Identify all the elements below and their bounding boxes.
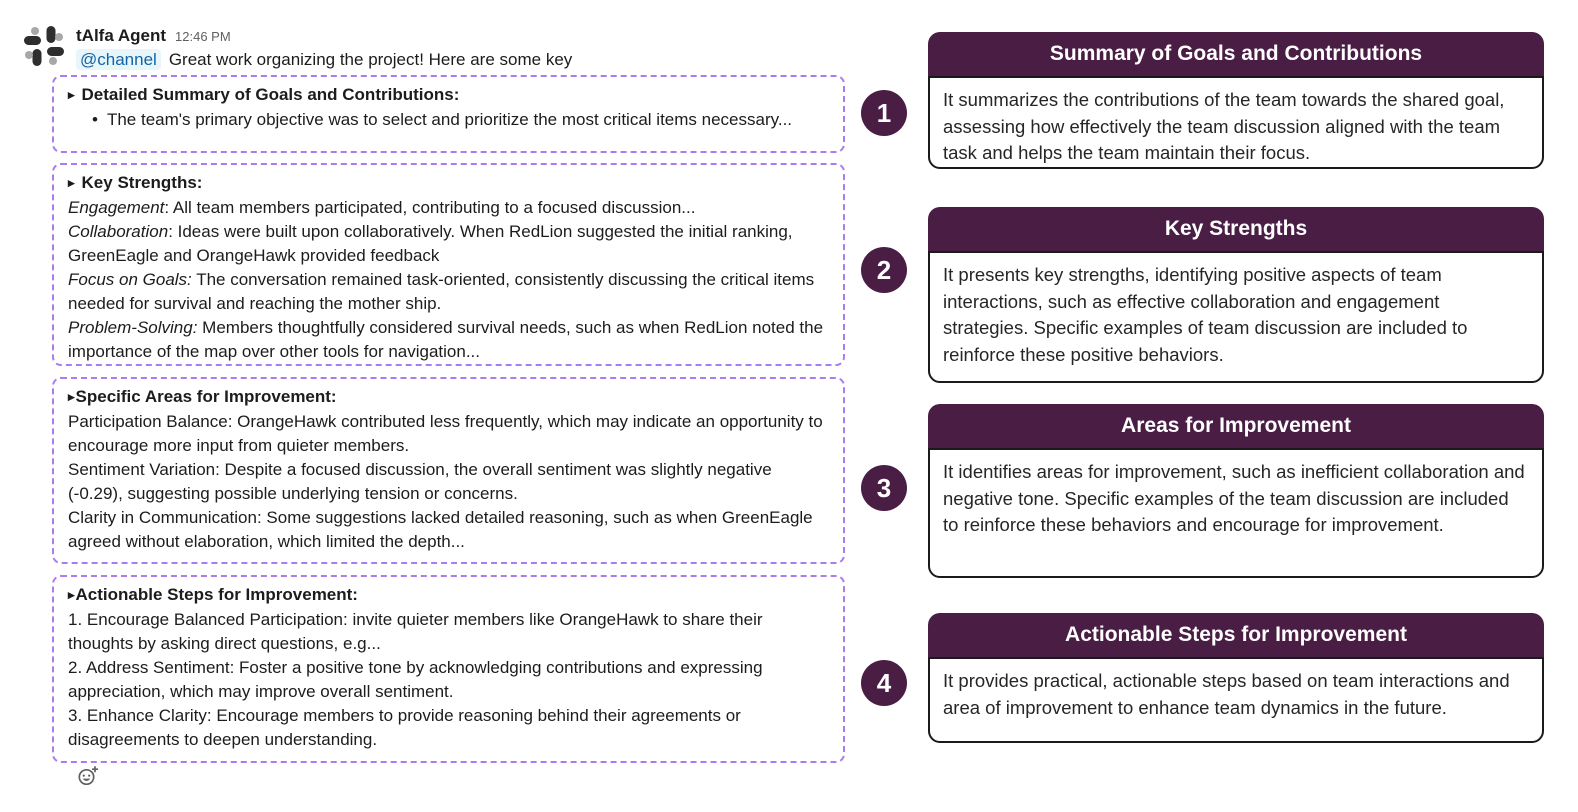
card-title: Summary of Goals and Contributions bbox=[928, 32, 1544, 76]
message-header: tAlfa Agent 12:46 PM bbox=[76, 26, 231, 46]
explanation-card-improvement-areas: Areas for Improvement It identifies area… bbox=[928, 404, 1544, 578]
box-title: Detailed Summary of Goals and Contributi… bbox=[81, 85, 460, 104]
box-title: Key Strengths: bbox=[81, 173, 203, 192]
card-body-text: It presents key strengths, identifying p… bbox=[928, 251, 1544, 383]
explanation-card-summary: Summary of Goals and Contributions It su… bbox=[928, 32, 1544, 169]
card-body-text: It identifies areas for improvement, suc… bbox=[928, 448, 1544, 578]
box-title: Actionable Steps for Improvement: bbox=[75, 585, 358, 604]
annotation-box-summary: ▸ Detailed Summary of Goals and Contribut… bbox=[52, 75, 845, 153]
add-reaction-button[interactable] bbox=[76, 764, 100, 788]
annotation-box-actionable-steps: ▸Actionable Steps for Improvement: 1. En… bbox=[52, 575, 845, 763]
strength-text: : All team members participated, contrib… bbox=[164, 198, 696, 217]
card-body-text: It provides practical, actionable steps … bbox=[928, 657, 1544, 743]
box-title-line: ▸Actionable Steps for Improvement: bbox=[68, 583, 829, 608]
strength-term: Problem-Solving: bbox=[68, 318, 198, 337]
strength-item: Problem-Solving: Members thoughtfully co… bbox=[68, 316, 829, 364]
strength-item: Focus on Goals: The conversation remaine… bbox=[68, 268, 829, 316]
annotation-box-strengths: ▸ Key Strengths: Engagement: All team mem… bbox=[52, 163, 845, 366]
bullet-item: • The team's primary objective was to sel… bbox=[68, 108, 829, 132]
box-title-line: ▸ Key Strengths: bbox=[68, 171, 829, 196]
expand-caret-icon: ▸ bbox=[68, 175, 75, 190]
card-title: Areas for Improvement bbox=[928, 404, 1544, 448]
bullet-text: The team's primary objective was to sele… bbox=[106, 110, 793, 129]
action-step-item: 3. Enhance Clarity: Encourage members to… bbox=[68, 706, 741, 749]
improvement-item: Clarity in Communication: Some suggestio… bbox=[68, 508, 813, 551]
timestamp: 12:46 PM bbox=[175, 29, 231, 44]
channel-mention[interactable]: @channel bbox=[76, 49, 161, 70]
callout-number-3: 3 bbox=[861, 465, 907, 511]
annotation-box-improvement-areas: ▸Specific Areas for Improvement: Partici… bbox=[52, 377, 845, 564]
expand-caret-icon: ▸ bbox=[68, 587, 75, 602]
strength-term: Collaboration bbox=[68, 222, 169, 241]
callout-number-4: 4 bbox=[861, 660, 907, 706]
improvement-item: Sentiment Variation: Despite a focused d… bbox=[68, 460, 772, 503]
card-title: Key Strengths bbox=[928, 207, 1544, 251]
callout-number-1: 1 bbox=[861, 90, 907, 136]
callout-number-2: 2 bbox=[861, 247, 907, 293]
strength-item: Collaboration: Ideas were built upon col… bbox=[68, 220, 829, 268]
box-title-line: ▸Specific Areas for Improvement: bbox=[68, 385, 829, 410]
action-step-item: 2. Address Sentiment: Foster a positive … bbox=[68, 658, 763, 701]
add-reaction-icon bbox=[78, 766, 98, 786]
expand-caret-icon: ▸ bbox=[68, 389, 75, 404]
explanation-card-strengths: Key Strengths It presents key strengths,… bbox=[928, 207, 1544, 383]
box-title-line: ▸ Detailed Summary of Goals and Contribut… bbox=[68, 83, 829, 108]
strength-text: The conversation remained task-oriented,… bbox=[68, 270, 815, 313]
action-step-item: 1. Encourage Balanced Participation: inv… bbox=[68, 610, 763, 653]
message-intro-line: @channel Great work organizing the projec… bbox=[76, 49, 573, 70]
card-body-text: It summarizes the contributions of the t… bbox=[928, 76, 1544, 169]
slack-logo-icon[interactable] bbox=[22, 24, 66, 68]
bullet-icon: • bbox=[92, 110, 98, 129]
explanation-card-actionable-steps: Actionable Steps for Improvement It prov… bbox=[928, 613, 1544, 743]
strength-item: Engagement: All team members participate… bbox=[68, 196, 829, 220]
box-title: Specific Areas for Improvement: bbox=[75, 387, 337, 406]
card-title: Actionable Steps for Improvement bbox=[928, 613, 1544, 657]
message-intro-text: Great work organizing the project! Here … bbox=[168, 50, 573, 69]
improvement-item: Participation Balance: OrangeHawk contri… bbox=[68, 412, 823, 455]
strength-term: Engagement bbox=[68, 198, 165, 217]
strength-term: Focus on Goals: bbox=[68, 270, 192, 289]
strength-text: : Ideas were built upon collaboratively.… bbox=[68, 222, 793, 265]
sender-name[interactable]: tAlfa Agent bbox=[76, 26, 167, 45]
strength-text: Members thoughtfully considered survival… bbox=[68, 318, 824, 361]
expand-caret-icon: ▸ bbox=[68, 87, 75, 102]
